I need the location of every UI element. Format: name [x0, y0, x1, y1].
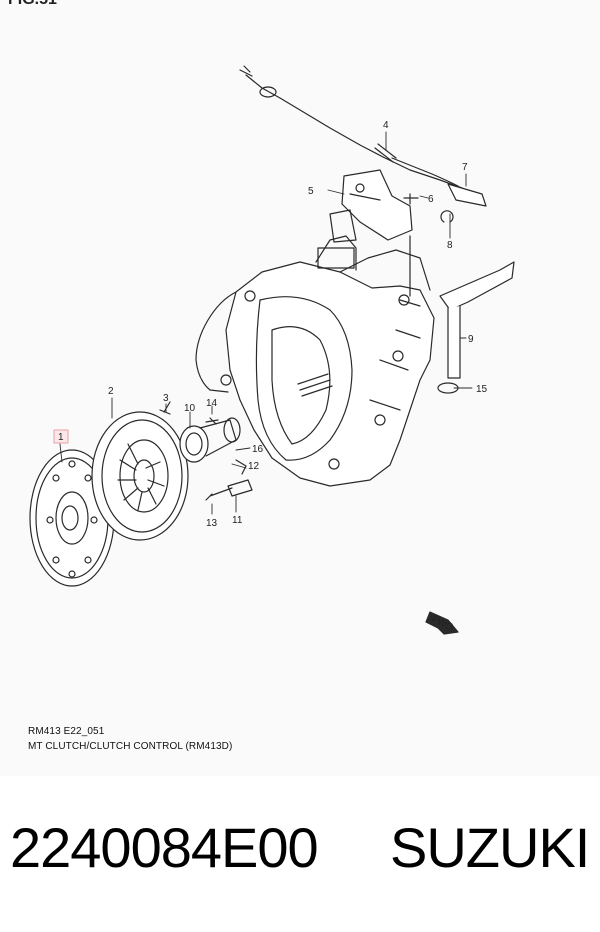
pressure-plate [91, 411, 189, 541]
figure-description: MT CLUTCH/CLUTCH CONTROL (RM413D) [28, 741, 233, 752]
callout-13: 13 [206, 518, 218, 529]
callout-1: 1 [58, 432, 64, 443]
leader-lines [59, 131, 473, 515]
callout-15: 15 [476, 384, 488, 395]
bracket [341, 169, 413, 241]
highlight-box [53, 429, 69, 444]
figure-code: RM413 E22_051 [28, 726, 105, 737]
callout-6: 6 [428, 194, 434, 205]
callout-9: 9 [468, 334, 474, 345]
clutch-cable [239, 65, 487, 207]
callout-14: 14 [206, 398, 218, 409]
release-fork [437, 261, 515, 394]
part-number: 2240084E00 [10, 816, 319, 879]
diagram-panel: FIG.51 [8, 0, 515, 752]
callout-11: 11 [232, 515, 243, 526]
callout-16: 16 [252, 444, 264, 455]
exploded-parts-diagram: 1 2 3 4 5 6 7 8 9 10 11 12 13 14 15 16 F… [29, 65, 515, 635]
callout-2: 2 [108, 386, 114, 397]
callout-3: 3 [163, 393, 169, 404]
fwd-arrow [425, 611, 459, 635]
small-fasteners [159, 193, 454, 501]
release-bearing [179, 417, 241, 463]
figure-title: FIG.51 [8, 0, 57, 9]
callout-12: 12 [248, 461, 260, 472]
callout-5: 5 [308, 186, 314, 197]
callout-7: 7 [462, 162, 468, 173]
brand-name: SUZUKI [390, 816, 590, 879]
transaxle-housing [195, 209, 435, 487]
callout-10: 10 [184, 403, 196, 414]
callout-4: 4 [383, 120, 389, 131]
callout-8: 8 [447, 240, 453, 251]
